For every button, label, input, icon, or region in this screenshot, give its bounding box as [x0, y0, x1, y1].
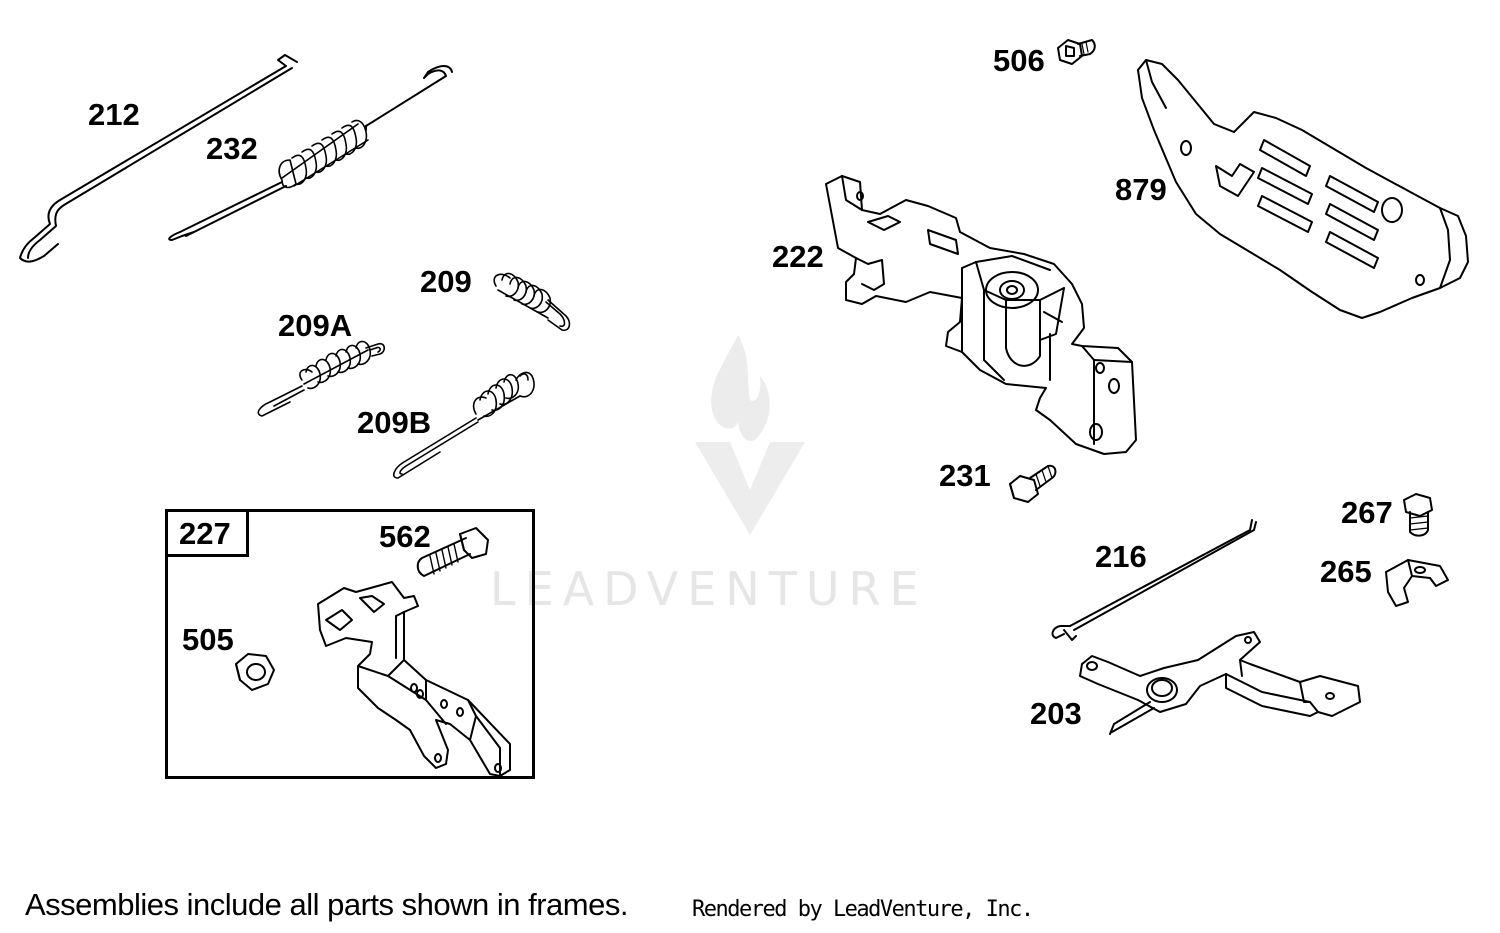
part-265-clip[interactable] [1385, 559, 1449, 607]
part-562-bolt[interactable] [416, 527, 489, 577]
part-506-screw[interactable] [1057, 39, 1096, 65]
assembly-frame [165, 509, 535, 779]
part-label-232[interactable]: 232 [206, 131, 258, 166]
render-credit: Rendered by LeadVenture, Inc. [692, 897, 1034, 922]
part-label-209[interactable]: 209 [420, 264, 472, 299]
part-232-spring[interactable] [168, 65, 453, 241]
part-209A-spring[interactable] [257, 340, 386, 417]
part-879-cover-plate[interactable] [1137, 59, 1469, 319]
part-label-222[interactable]: 222 [772, 239, 824, 274]
part-label-506[interactable]: 506 [993, 43, 1045, 78]
watermark-flame-icon [695, 335, 805, 535]
part-203-governor-lever[interactable] [1079, 631, 1361, 735]
part-267-bolt[interactable] [1403, 493, 1433, 537]
part-label-216[interactable]: 216 [1095, 539, 1147, 574]
part-222-control-bracket-assembly[interactable] [825, 175, 1137, 455]
part-label-209A[interactable]: 209A [278, 308, 353, 343]
part-label-505[interactable]: 505 [182, 622, 234, 657]
part-label-265[interactable]: 265 [1320, 554, 1372, 589]
part-209B-spring[interactable] [392, 371, 535, 479]
part-212-link-rod[interactable] [19, 54, 298, 263]
part-227-control-bracket[interactable] [317, 581, 511, 777]
part-label-562[interactable]: 562 [379, 519, 431, 554]
part-label-267[interactable]: 267 [1341, 495, 1393, 530]
assembly-frame-label-box [165, 509, 249, 557]
part-label-227[interactable]: 227 [179, 516, 231, 551]
footer-note: Assemblies include all parts shown in fr… [25, 887, 628, 922]
part-209-spring[interactable] [493, 272, 571, 332]
part-216-rod[interactable] [1051, 519, 1257, 641]
part-label-212[interactable]: 212 [88, 97, 140, 132]
part-label-231[interactable]: 231 [939, 458, 991, 493]
part-label-209B[interactable]: 209B [357, 405, 432, 440]
part-label-203[interactable]: 203 [1030, 696, 1082, 731]
part-label-879[interactable]: 879 [1115, 172, 1167, 207]
watermark-text: LEADVENTURE [490, 562, 928, 616]
part-505-nut[interactable] [235, 653, 275, 691]
part-231-bolt[interactable] [1009, 464, 1057, 503]
